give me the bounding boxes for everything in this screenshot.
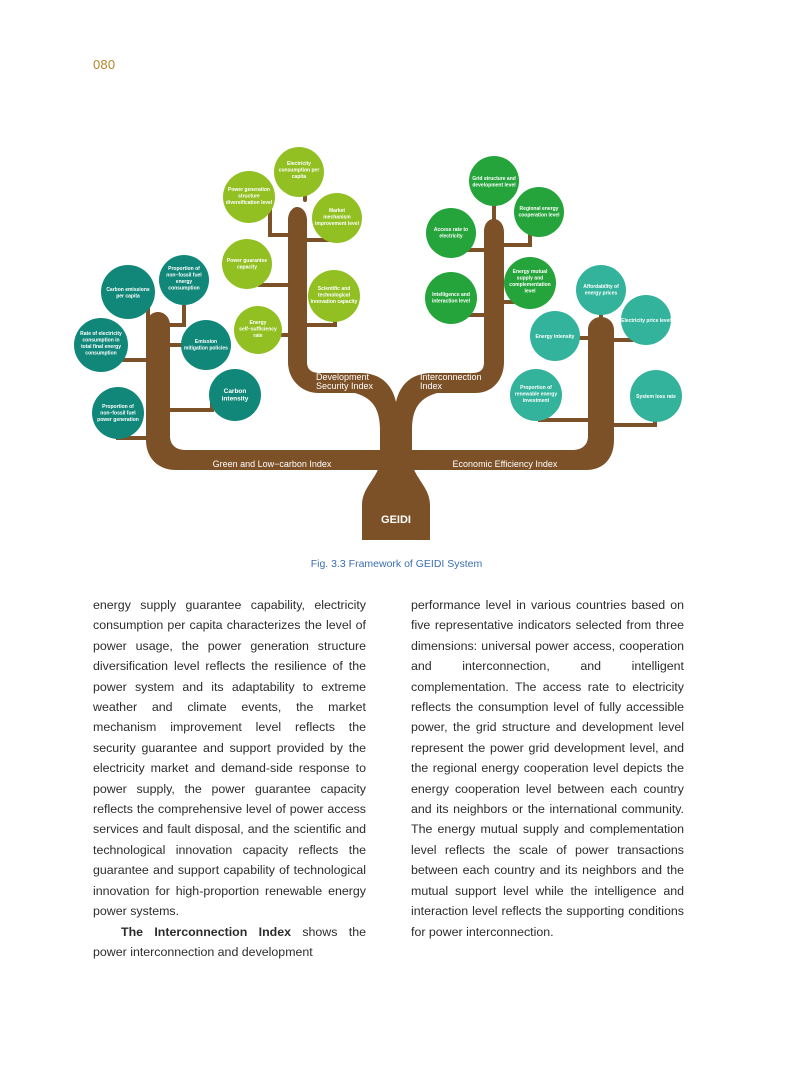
left-paragraph-2: The Interconnection Index shows the powe… <box>93 922 366 963</box>
svg-text:Energy intensity: Energy intensity <box>536 334 575 340</box>
economic-efficiency-index-label: Economic Efficiency Index <box>453 459 558 469</box>
node-electricity-price: Electricity price level <box>621 295 671 345</box>
interconnection-index-label: Interconnection <box>420 372 482 382</box>
text-column-right: performance level in various countries b… <box>411 595 684 942</box>
node-energy-intensity: Energy intensity <box>530 311 580 361</box>
geidi-trunk-label: GEIDI <box>381 514 411 526</box>
node-system-loss: System loss rate <box>630 370 682 422</box>
development-security-index-label-2: Security Index <box>316 381 374 391</box>
left-paragraph-1: energy supply guarantee capability, elec… <box>93 598 366 919</box>
text-column-left: energy supply guarantee capability, elec… <box>93 595 366 962</box>
development-security-index-label: Development <box>316 372 370 382</box>
svg-text:Electricity price level: Electricity price level <box>621 318 671 324</box>
right-paragraph: performance level in various countries b… <box>411 598 684 939</box>
geidi-tree-diagram: Green and Low−carbon Index Economic Effi… <box>74 147 682 540</box>
green-lowcarbon-index-label: Green and Low−carbon Index <box>213 459 332 469</box>
svg-text:System loss rate: System loss rate <box>636 394 676 400</box>
interconnection-index-term: The Interconnection Index <box>121 924 291 939</box>
tree-trunk <box>146 207 614 540</box>
figure-caption: Fig. 3.3 Framework of GEIDI System <box>310 558 483 570</box>
interconnection-index-label-2: Index <box>420 381 443 391</box>
page-number: 080 <box>93 57 116 72</box>
left-paragraph-2-rest: shows the power interconnection and deve… <box>93 924 367 959</box>
